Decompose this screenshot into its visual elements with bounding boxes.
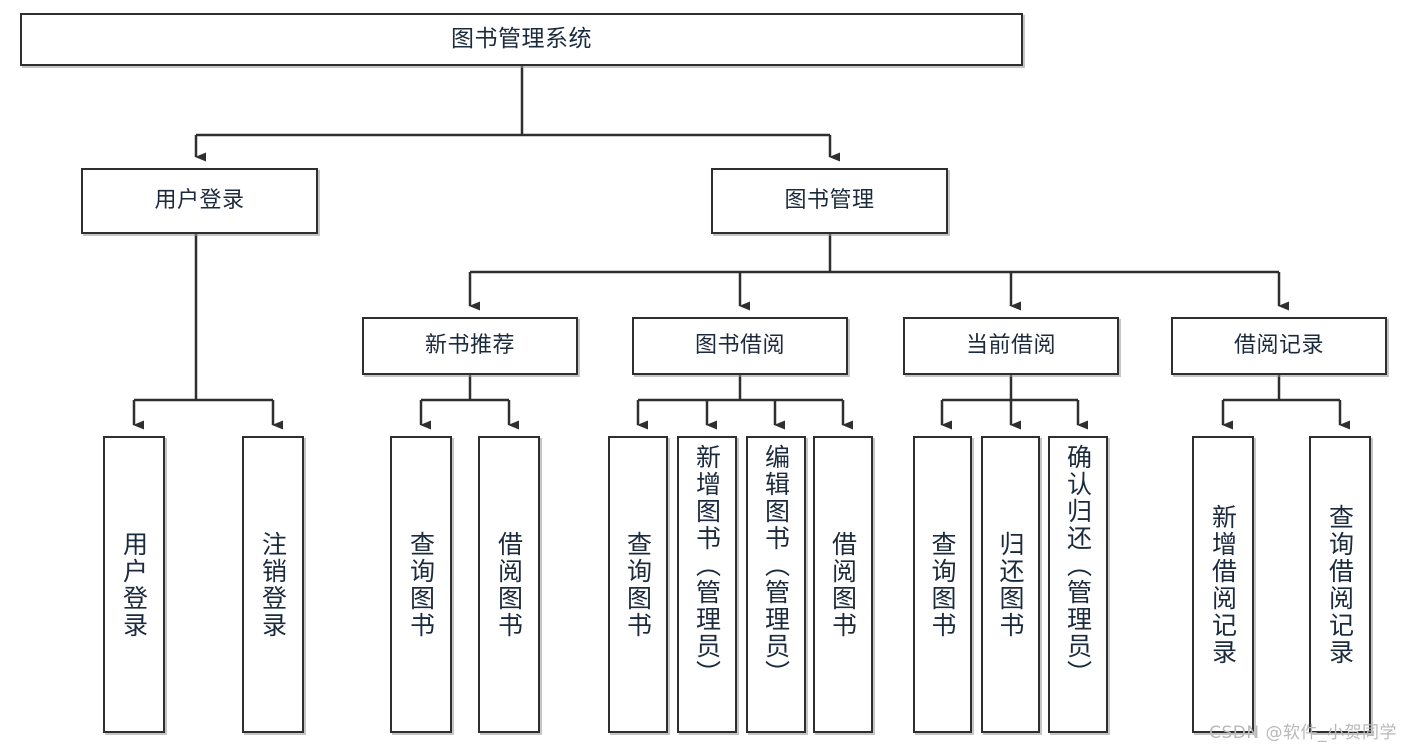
node-label: 查询图书 <box>406 530 436 639</box>
leaf-recommend-borrow-book[interactable]: 借阅图书 <box>478 436 540 733</box>
node-label: 归还图书 <box>996 530 1025 639</box>
node-label: 用户登录 <box>154 187 245 213</box>
leaf-record-add-record[interactable]: 新增借阅记录 <box>1192 436 1254 733</box>
node-label: 注销登录 <box>258 530 288 639</box>
node-new-book-recommend[interactable]: 新书推荐 <box>362 317 578 375</box>
node-label: 查询图书 <box>928 530 957 639</box>
node-label: 图书借阅 <box>694 332 785 358</box>
leaf-borrow-edit-book-admin[interactable]: 编辑图书（管理员） <box>746 436 806 733</box>
node-label: 图书管理系统 <box>451 25 592 52</box>
node-root-system[interactable]: 图书管理系统 <box>20 13 1023 66</box>
leaf-borrow-borrow-book[interactable]: 借阅图书 <box>813 436 873 733</box>
node-label: 确认归还（管理员） <box>1063 444 1093 687</box>
leaf-borrow-add-book-admin[interactable]: 新增图书（管理员） <box>677 436 737 733</box>
node-label: 图书管理 <box>784 187 875 213</box>
watermark: CSDN @软件_小贺同学 <box>1209 723 1397 743</box>
node-label: 借阅图书 <box>494 530 524 639</box>
leaf-user-login-logout[interactable]: 注销登录 <box>242 436 304 733</box>
node-book-borrow[interactable]: 图书借阅 <box>632 317 848 375</box>
node-label: 新书推荐 <box>424 332 515 358</box>
node-label: 新增借阅记录 <box>1208 503 1238 666</box>
leaf-borrow-query-book[interactable]: 查询图书 <box>608 436 668 733</box>
node-user-login[interactable]: 用户登录 <box>81 168 318 234</box>
node-label: 当前借阅 <box>965 332 1056 358</box>
node-label: 用户登录 <box>119 530 149 639</box>
node-label: 借阅记录 <box>1233 332 1324 358</box>
node-label: 查询图书 <box>623 530 653 639</box>
leaf-recommend-query-book[interactable]: 查询图书 <box>390 436 452 733</box>
leaf-current-confirm-return-admin[interactable]: 确认归还（管理员） <box>1048 436 1108 733</box>
node-label: 借阅图书 <box>828 530 858 639</box>
leaf-current-return-book[interactable]: 归还图书 <box>981 436 1040 733</box>
leaf-user-login-login[interactable]: 用户登录 <box>103 436 165 733</box>
node-borrow-record[interactable]: 借阅记录 <box>1171 317 1387 375</box>
node-label: 查询借阅记录 <box>1325 503 1355 666</box>
node-label: 新增图书（管理员） <box>692 444 722 687</box>
leaf-current-query-book[interactable]: 查询图书 <box>913 436 972 733</box>
node-label: 编辑图书（管理员） <box>761 444 791 687</box>
node-book-management[interactable]: 图书管理 <box>711 168 948 234</box>
leaf-record-query-record[interactable]: 查询借阅记录 <box>1309 436 1371 733</box>
node-current-borrow[interactable]: 当前借阅 <box>903 317 1119 375</box>
